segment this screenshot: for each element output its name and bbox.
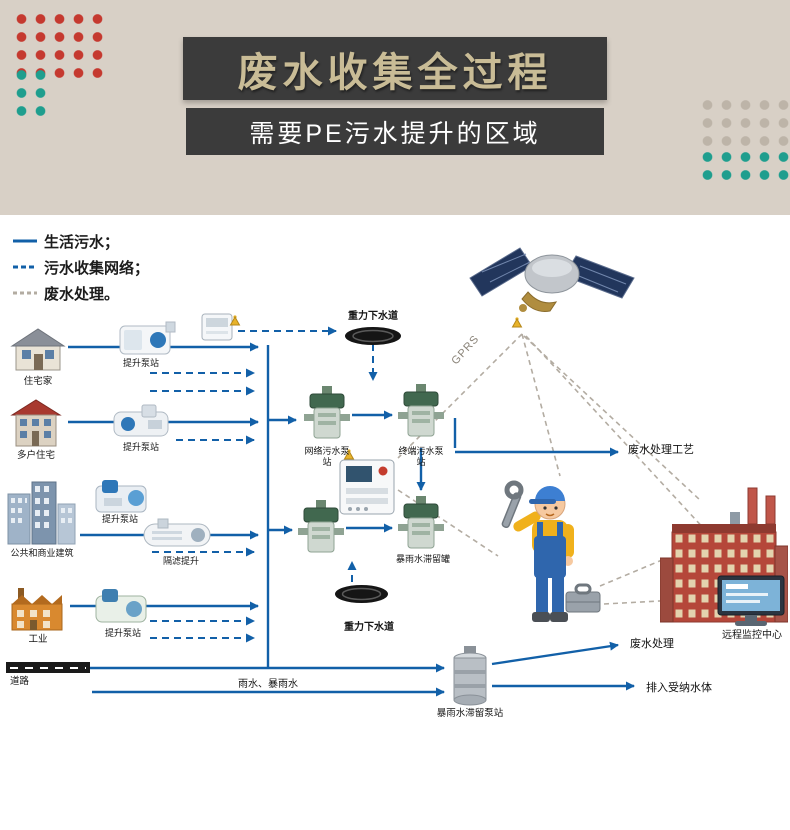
storm-retention-tank-icon [398,496,444,552]
storm-pump-station-icon [450,646,490,706]
manhole-icon [344,326,402,346]
network-pump-station-icon [304,386,350,442]
alarm-bell-icon [228,314,242,328]
filter-lifting-unit-icon [140,514,218,554]
storm-pump-label: 暴雨水滞留泵站 [436,708,504,719]
pump1-label: 提升泵站 [122,358,159,368]
gray-dots-pattern-right [696,94,790,146]
residential-label: 住宅家 [23,376,53,387]
pump3-label: 提升泵站 [101,514,138,524]
industry-label: 工业 [28,634,48,645]
collector-pump-station-icon [298,500,344,556]
legend-label: 废水处理。 [44,286,120,303]
legend-item-collection-network: 污水收集网络； [12,254,149,280]
monitoring-computer-icon [716,574,786,628]
storm-tank-label: 暴雨水滞留罐 [395,554,450,564]
lifting-pump-station-icon [94,478,152,516]
worker-icon [498,474,603,639]
solid-line-icon [13,239,37,243]
legend-item-treatment: 废水处理。 [12,280,149,306]
dashed-line-icon [13,265,37,269]
treatment-process-label: 废水处理工艺 [628,444,694,456]
lifting-pump-station-icon [94,586,152,626]
multifamily-house-icon [10,396,62,448]
page-subtitle: 需要PE污水提升的区域 [249,119,541,148]
page-title: 废水收集全过程 [237,50,553,95]
rainwater-label: 雨水、暴雨水 [238,679,298,690]
lifting-pump-station-icon [112,402,170,440]
terminal-pump-station-icon [398,384,444,440]
control-box-icon [338,456,396,516]
teal-dots-pattern-right [696,146,790,180]
gray-dashed-line-icon [13,291,37,295]
gravity-sewer-bottom-label: 重力下水道 [344,622,394,633]
discharge-label: 排入受纳水体 [646,682,712,694]
legend-label: 污水收集网络； [44,260,150,277]
legend-label: 生活污水； [44,234,120,251]
teal-dots-pattern-left [10,64,52,118]
road-label: 道路 [10,676,30,687]
sewage-flow-lines [68,342,635,697]
legend: 生活污水； 污水收集网络； 废水处理。 [12,228,149,306]
collection-network-lines [150,326,378,643]
road-segment [6,662,90,673]
controller-device-icon [200,312,234,342]
satellite-icon [468,226,643,341]
lifting-pump-icon [118,318,178,358]
industry-building-icon [8,582,66,632]
legend-item-domestic-sewage: 生活污水； [12,228,149,254]
ground-antenna-icon [510,316,524,330]
title-banner: 废水收集全过程 [183,37,607,100]
subtitle-banner: 需要PE污水提升的区域 [186,108,604,155]
filter-label: 隔滤提升 [162,556,199,566]
pump4-label: 提升泵站 [104,628,141,638]
alarm-bell-icon [342,448,356,462]
pump2-label: 提升泵站 [122,442,159,452]
residential-house-icon [10,324,66,372]
network-pump-label: 网络污水泵站 [304,446,350,467]
manhole-icon [334,584,389,604]
multifamily-label: 多户住宅 [16,450,55,461]
monitoring-center-label: 远程监控中心 [722,630,782,641]
commercial-label: 公共和商业建筑 [10,548,74,558]
header-section: 废水收集全过程 需要PE污水提升的区域 [0,0,790,215]
commercial-buildings-icon [4,478,78,546]
treatment-label: 废水处理 [630,638,674,650]
satellite-links [397,333,745,605]
gravity-sewer-top-label: 重力下水道 [348,311,398,322]
terminal-pump-label: 终端污水泵站 [398,446,444,467]
